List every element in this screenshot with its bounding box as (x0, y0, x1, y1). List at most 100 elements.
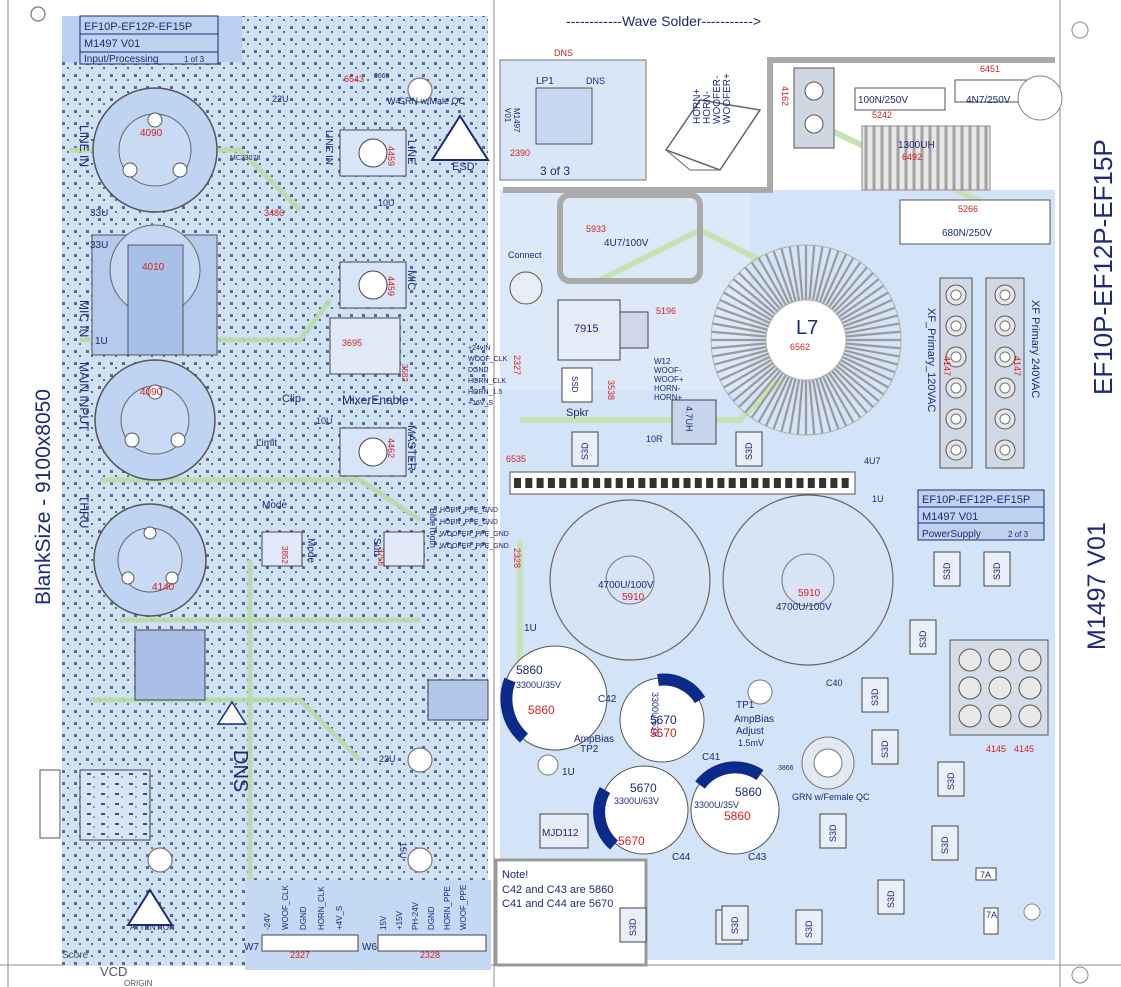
ref-5242: 5242 (872, 110, 892, 120)
header-w7 (261, 934, 359, 952)
xlr-jack-main-input[interactable] (94, 359, 216, 481)
mount-hole (407, 747, 433, 773)
ref-3582: 3582 (400, 364, 409, 382)
model-vertical-label: EF10P-EF12P-EF15P (1088, 139, 1118, 395)
power-header-label: WOOF_CLK (468, 356, 508, 363)
w7-pin-label: WOOF_CLK (281, 884, 290, 930)
ref-4090b: 4090 (140, 387, 163, 398)
diode-s3d (983, 551, 1011, 587)
ref-5860a: 5860 (528, 703, 555, 717)
val-5860a: 5860 (516, 663, 543, 677)
ref-4459a: 4459 (386, 146, 396, 166)
input-box-num: 1 of 3 (184, 55, 205, 64)
pot-master[interactable] (339, 427, 407, 477)
cap-c45 (854, 87, 946, 111)
xlr-jack-line-in[interactable] (92, 87, 218, 213)
lbl-c42: C42 (598, 694, 617, 705)
ref-3666: 3666 (374, 73, 390, 80)
w7-pin-label: -24V (263, 912, 272, 930)
diode-s3d-label: S3D (946, 772, 956, 790)
power-box-rev: M1497 V01 (922, 511, 978, 523)
diode-s3d-label: S3D (918, 630, 928, 648)
val-cap-top: 4U7/100V (604, 238, 649, 249)
power-sheet-box (917, 489, 1045, 541)
ref-5933: 5933 (586, 224, 606, 234)
cap-c41 (619, 673, 706, 763)
toroid-inductor-l7 (710, 244, 902, 436)
output-dns: DNS (586, 76, 605, 86)
label-w4: W4 (387, 96, 401, 106)
diode-s3d (735, 431, 763, 467)
ref-4140: 4140 (152, 582, 175, 593)
label-line-in: LINE IN (77, 125, 91, 167)
output-connector-w8 (949, 639, 1049, 736)
label-grn-male: GRN w/Male QC (398, 96, 466, 106)
ref-4147a: 4147 (942, 356, 952, 376)
label-bluetooth: BlueTooth (428, 508, 438, 548)
pot-mic[interactable] (339, 261, 407, 309)
switch-sub[interactable] (383, 531, 425, 567)
tp2 (537, 754, 559, 776)
label-mode-vert: Mode (305, 538, 316, 563)
ref-5670a: 5670 (650, 726, 677, 740)
inductor-4-7uh (671, 399, 717, 445)
lbl-tp2: TP2 (580, 744, 599, 755)
xlr-jack-thru[interactable] (93, 503, 207, 617)
diode-s3d (819, 813, 847, 849)
input-box-rev: M1497 V01 (84, 38, 140, 50)
power-header-label: HORN_1.5 (468, 389, 502, 396)
lbl-1u-a: 1U (562, 767, 575, 778)
lbl-tp1: TP1 (736, 700, 755, 711)
diode-s3d-label: S3D (744, 442, 754, 460)
esd-warning-icon (430, 114, 490, 161)
cap-4700u-a (549, 499, 711, 661)
diode-s3d-label: S3D (992, 562, 1002, 580)
switch-mixer[interactable] (329, 317, 401, 375)
lbl-4u7: 4U7 (864, 456, 881, 466)
input-board (30, 6, 491, 970)
ref-6543: 6543 (344, 74, 364, 84)
diode-s3d (871, 729, 899, 765)
w6-pin-label: PH-24V (411, 901, 420, 930)
diode-s3d (931, 825, 959, 861)
combo-jack-mic-in[interactable] (91, 224, 218, 356)
w12-pin-label: W12 (654, 357, 671, 366)
cap-22u: 22U (272, 94, 289, 104)
input-box-model: EF10P-EF12P-EF15P (84, 21, 192, 33)
diode-s3d-label: S3D (870, 688, 880, 706)
output-ref: 2390 (510, 148, 530, 158)
diode-s3d-label: S3D (804, 920, 814, 938)
lbl-ampbias-1: AmpBias (734, 714, 774, 725)
ref-3866: 3866 (778, 765, 794, 772)
ref-3486: 3486 (264, 208, 284, 218)
mount-hole (30, 6, 46, 22)
w6-pin-label: DGND (427, 906, 436, 930)
val-5670a: 5670 (650, 713, 677, 727)
wave-solder-label: ------------Wave Solder-----------> (566, 13, 761, 29)
w7-pin-label: DGND (299, 906, 308, 930)
diode-s3d-label: S3D (828, 824, 838, 842)
lbl-ssd: SSD (570, 376, 579, 393)
rev-vertical-label: M1497 V01 (1083, 522, 1111, 650)
ref-2327-left: 2327 (290, 950, 310, 960)
cap-33u-b: 33U (90, 240, 108, 251)
diode-s3d (877, 879, 905, 915)
val-spkr: Spkr (566, 407, 589, 419)
output-sheet: 3 of 3 (540, 164, 570, 178)
diode-s3d-label: S3D (886, 890, 896, 908)
w6-pin-label: +15V (395, 910, 404, 930)
cap-c43 (690, 761, 780, 855)
ref-4162: 4162 (780, 86, 790, 106)
ref-4147b: 4147 (1012, 356, 1022, 376)
transformer-connector-240 (985, 277, 1025, 469)
pot-line[interactable] (339, 129, 407, 177)
switch-mode[interactable] (261, 531, 303, 567)
input-box-sheet: Input/Processing (84, 54, 159, 65)
lbl-c43: C43 (748, 852, 767, 863)
ppe-gnd-label: WOOFER_PPE_GND (440, 531, 509, 538)
output-rev: M1497 (512, 108, 521, 133)
mount-hole (407, 77, 433, 103)
mount-hole (1071, 966, 1089, 984)
